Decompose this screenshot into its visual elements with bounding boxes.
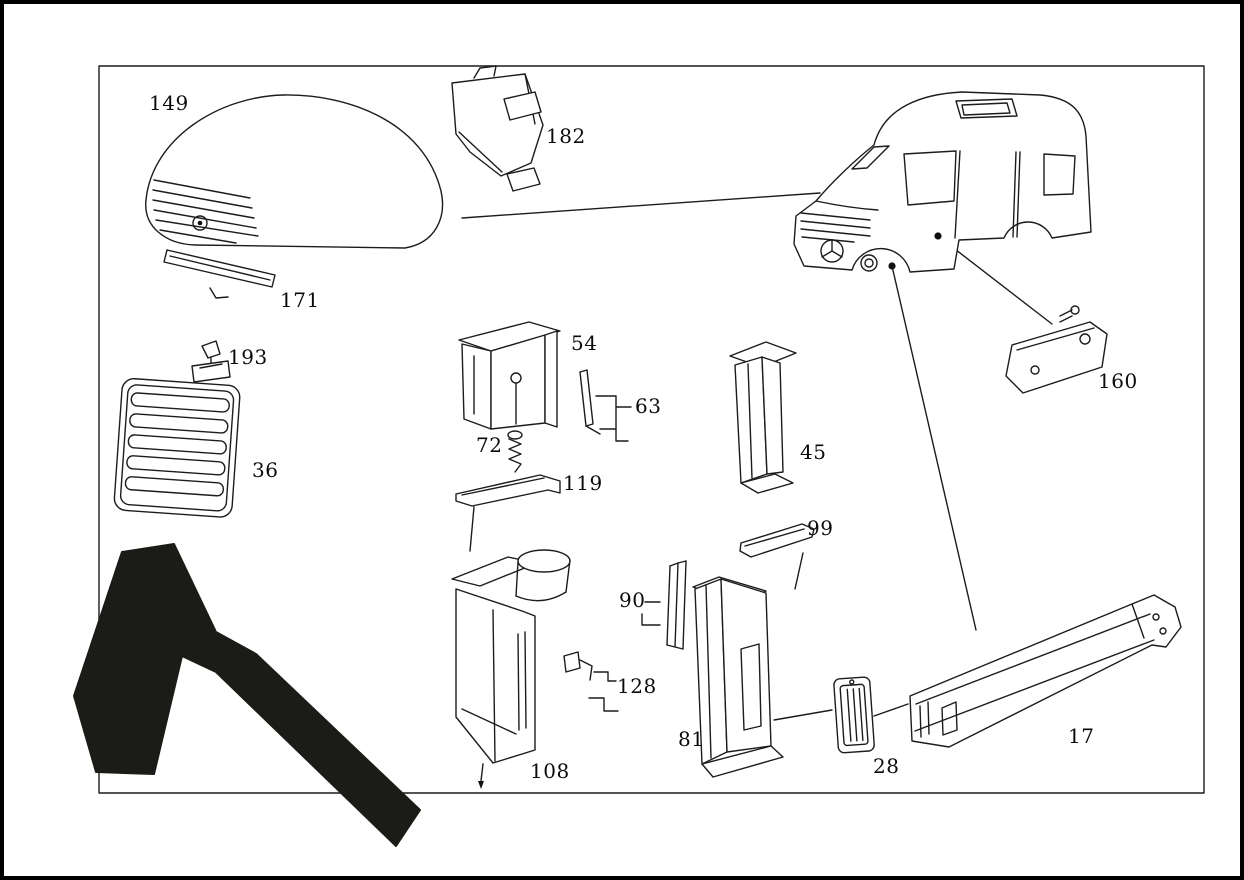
part-119-bracket <box>455 474 561 507</box>
part-160-bracket <box>1005 305 1108 394</box>
part-63-clip <box>579 369 632 442</box>
part-label-63: 63 <box>635 394 662 418</box>
truck-cab-illustration <box>793 91 1092 273</box>
part-label-90: 90 <box>619 588 646 612</box>
part-28-plate <box>833 676 875 754</box>
part-label-128: 128 <box>617 674 657 698</box>
part-label-36: 36 <box>252 458 279 482</box>
part-label-28: 28 <box>873 754 900 778</box>
part-label-72: 72 <box>476 433 503 457</box>
part-45-panel <box>729 341 797 494</box>
part-193-clamp <box>191 340 231 383</box>
part-label-119: 119 <box>563 471 603 495</box>
part-149-hood <box>145 94 444 249</box>
diagram-frame <box>98 65 1205 794</box>
part-72-screw <box>507 430 523 473</box>
part-label-54: 54 <box>571 331 598 355</box>
part-label-171: 171 <box>280 288 320 312</box>
part-label-17: 17 <box>1068 724 1095 748</box>
part-label-81: 81 <box>678 727 705 751</box>
diagram-artwork <box>73 65 1205 847</box>
part-54-housing <box>458 321 561 430</box>
scan-artifact-arrow <box>73 543 421 847</box>
leader-lines <box>461 192 1053 721</box>
part-label-45: 45 <box>800 440 827 464</box>
part-128-clip <box>563 651 619 712</box>
part-17-support-beam <box>909 594 1182 748</box>
part-36-grille <box>113 378 241 518</box>
part-label-108: 108 <box>530 759 570 783</box>
part-label-182: 182 <box>546 124 586 148</box>
part-99-strip <box>739 523 815 558</box>
part-81-channel <box>692 576 784 778</box>
part-182-bracket <box>451 65 544 192</box>
part-label-149: 149 <box>149 91 189 115</box>
part-label-193: 193 <box>228 345 268 369</box>
part-171-strip <box>163 249 276 299</box>
part-label-99: 99 <box>807 516 834 540</box>
part-90-fins <box>641 560 687 650</box>
part-108-duct <box>451 549 571 789</box>
part-label-160: 160 <box>1098 369 1138 393</box>
